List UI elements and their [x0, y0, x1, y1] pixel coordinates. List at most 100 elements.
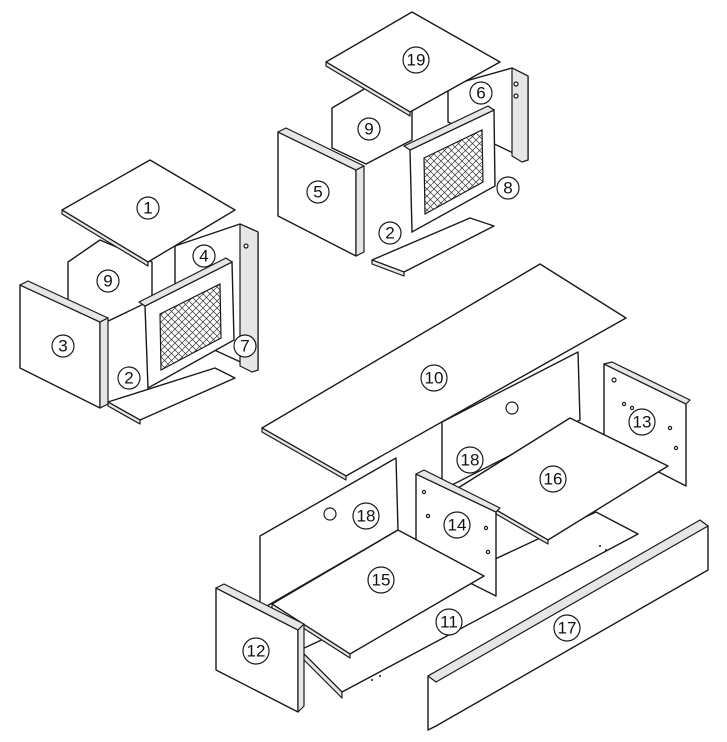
- callout-side-5: 5: [306, 180, 330, 204]
- callout-circle: [357, 117, 381, 141]
- divider-panel-14-edge: [415, 469, 501, 513]
- cabinet-a: [19, 159, 259, 425]
- callout-circle: [306, 180, 330, 204]
- side-panel-6-edge: [511, 67, 529, 163]
- plinth-17-edge: [427, 519, 709, 683]
- callout-circle: [367, 566, 395, 594]
- side-panel-13-edge: [603, 361, 691, 405]
- callout-label: 2: [385, 224, 394, 243]
- hole-icon: [243, 243, 249, 249]
- callout-circle: [136, 196, 160, 220]
- callout-label: 8: [503, 179, 512, 198]
- side-panel-3-edge-right: [99, 317, 109, 409]
- callout-label: 4: [199, 247, 208, 266]
- callout-top-1: 1: [136, 196, 160, 220]
- callout-circle: [233, 334, 257, 358]
- hole-icon: [421, 489, 427, 495]
- callout-plinth-17: 17: [553, 614, 581, 642]
- callout-label: 3: [58, 337, 67, 356]
- callout-base-2-a: 2: [117, 366, 141, 390]
- top-panel-10-edge: [261, 427, 347, 481]
- callout-circle: [402, 46, 430, 74]
- callout-circle: [117, 366, 141, 390]
- callout-label: 9: [364, 120, 373, 139]
- callout-back-9-a: 9: [96, 269, 120, 293]
- side-panel-5-edge-right: [355, 165, 365, 257]
- callout-circle: [496, 176, 520, 200]
- callout-side-6: 6: [469, 81, 493, 105]
- hole-icon: [673, 445, 679, 451]
- callout-base-2-b: 2: [378, 221, 402, 245]
- dot-icon: [371, 679, 373, 681]
- callout-shelf-16: 16: [539, 465, 567, 493]
- callout-shelf-15: 15: [367, 566, 395, 594]
- tv-unit: [215, 263, 709, 731]
- callout-label: 11: [440, 613, 458, 632]
- callout-top-10: 10: [420, 364, 448, 392]
- callout-circle: [469, 81, 493, 105]
- hole-icon: [513, 81, 519, 87]
- callout-circle: [456, 446, 484, 474]
- door-frame-7-edge: [138, 257, 233, 307]
- door-frame-8-edge: [403, 105, 495, 151]
- callout-circle: [539, 465, 567, 493]
- callout-label: 18: [357, 507, 376, 526]
- callout-label: 10: [425, 369, 444, 388]
- hole-icon: [629, 405, 635, 411]
- callout-label: 15: [372, 571, 391, 590]
- callout-label: 6: [476, 84, 485, 103]
- callout-back-18-right: 18: [456, 446, 484, 474]
- callout-circle: [242, 637, 270, 665]
- callout-label: 7: [240, 337, 249, 356]
- callout-side-12: 12: [242, 637, 270, 665]
- callout-label: 13: [633, 413, 652, 432]
- callout-divider-14: 14: [443, 511, 471, 539]
- callout-label: 5: [313, 183, 322, 202]
- dot-icon: [379, 675, 381, 677]
- callout-label: 14: [448, 516, 467, 535]
- callout-label: 12: [247, 642, 266, 661]
- hole-icon: [425, 513, 431, 519]
- callout-base-11: 11: [435, 608, 463, 636]
- callout-circle: [443, 511, 471, 539]
- side-panel-12-edge-right: [297, 623, 305, 713]
- callout-back-9-b: 9: [357, 117, 381, 141]
- callout-circle: [96, 269, 120, 293]
- callout-label: 2: [124, 369, 133, 388]
- callout-circle: [192, 244, 216, 268]
- cable-hole-icon: [505, 401, 519, 415]
- callout-label: 18: [461, 451, 480, 470]
- callout-label: 1: [143, 199, 152, 218]
- callout-side-13: 13: [628, 408, 656, 436]
- callout-side-3: 3: [51, 334, 75, 358]
- hole-icon: [513, 93, 519, 99]
- callout-circle: [51, 334, 75, 358]
- door-mesh-8: [423, 129, 484, 216]
- hole-icon: [611, 377, 617, 383]
- callout-circle: [378, 221, 402, 245]
- base-panel-b-edge: [371, 259, 405, 277]
- hole-icon: [483, 525, 489, 531]
- callout-back-18-left: 18: [352, 502, 380, 530]
- callout-top-19: 19: [402, 46, 430, 74]
- callout-label: 16: [544, 470, 563, 489]
- callout-label: 9: [103, 272, 112, 291]
- callout-label: 19: [407, 51, 426, 70]
- callout-side-4: 4: [192, 244, 216, 268]
- dot-icon: [605, 549, 607, 551]
- top-panel-19-edge: [325, 61, 411, 117]
- hole-icon: [621, 401, 627, 407]
- callout-circle: [553, 614, 581, 642]
- callout-circle: [352, 502, 380, 530]
- callouts: 1 9 4 3 7 2 19 9: [51, 46, 656, 665]
- dot-icon: [599, 545, 601, 547]
- hole-icon: [667, 425, 673, 431]
- door-mesh-7: [159, 283, 222, 371]
- callout-door-7: 7: [233, 334, 257, 358]
- top-panel-1-edge: [61, 209, 149, 267]
- hole-icon: [485, 549, 491, 555]
- callout-circle: [435, 608, 463, 636]
- callout-circle: [420, 364, 448, 392]
